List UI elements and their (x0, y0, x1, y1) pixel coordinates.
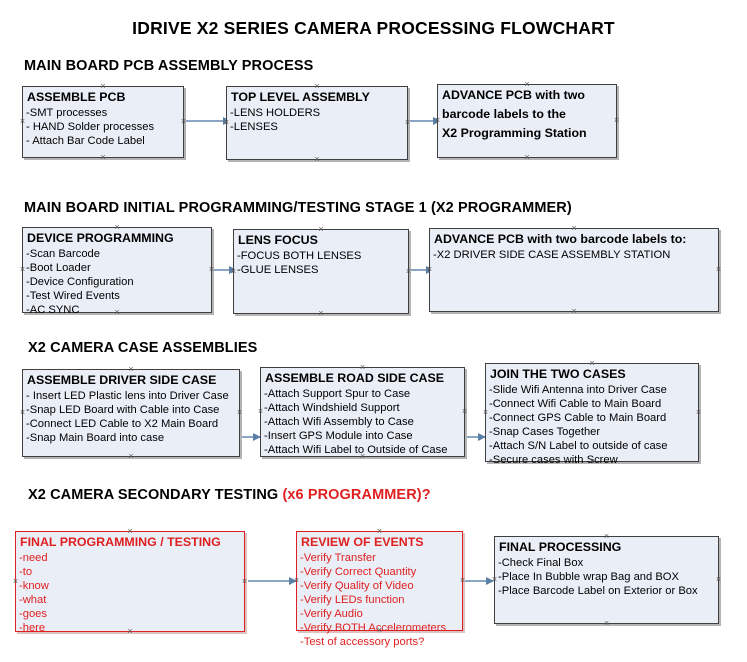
box-item: -Verify BOTH Accelerometers (300, 622, 447, 635)
box-item: -Test Wired Events (26, 290, 120, 303)
box-review-of-events[interactable]: REVIEW OF EVENTS -Verify Transfer -Verif… (296, 531, 463, 648)
box-item: -Attach Windshield Support (264, 402, 400, 415)
box-item: -Attach Wifi Label to Outside of Case (264, 444, 448, 457)
connector-handle-bottom[interactable] (603, 620, 610, 627)
section-heading-x2-camera-secondary-testing: X2 CAMERA SECONDARY TESTING (x6 PROGRAMM… (28, 487, 431, 503)
box-item: -Verify Audio (300, 608, 363, 621)
box-item: -goes (19, 608, 47, 621)
box-header: ASSEMBLE ROAD SIDE CASE (265, 371, 444, 385)
box-item: -Verify Correct Quantity (300, 566, 417, 579)
connector-handle-bottom[interactable] (318, 310, 325, 317)
box-item: -Attach Support Spur to Case (264, 388, 411, 401)
box-header: DEVICE PROGRAMMING (27, 231, 174, 245)
box-item: -Slide Wifi Antenna into Driver Case (489, 384, 667, 397)
box-item: -Device Configuration (26, 276, 134, 289)
box-item: -know (19, 580, 49, 593)
box-header: FINAL PROCESSING (499, 540, 622, 554)
box-header: ADVANCE PCB with two barcode labels to: (434, 232, 687, 246)
box-item: -Place In Bubble wrap Bag and BOX (498, 571, 679, 584)
box-item: - HAND Solder processes (26, 121, 155, 134)
box-item: - Attach Bar Code Label (26, 135, 145, 148)
box-item: -Secure cases with Screw (489, 454, 618, 467)
box-lens-focus[interactable]: LENS FOCUS -FOCUS BOTH LENSES -GLUE LENS… (233, 229, 409, 314)
connector-handle-bottom[interactable] (128, 453, 135, 460)
box-header: ASSEMBLE PCB (27, 90, 126, 104)
box-item: -Attach S/N Label to outside of case (489, 440, 668, 453)
box-header: FINAL PROGRAMMING / TESTING (20, 535, 221, 549)
box-item: -Snap LED Board with Cable into Case (26, 404, 220, 417)
box-item: -Boot Loader (26, 262, 91, 275)
box-final-processing[interactable]: FINAL PROCESSING -Check Final Box -Place… (494, 536, 719, 624)
box-header: ASSEMBLE DRIVER SIDE CASE (27, 373, 217, 387)
arrow-top-level-to-advance-pcb (410, 116, 441, 125)
box-item: -Check Final Box (498, 557, 584, 570)
box-join-the-two-cases[interactable]: JOIN THE TWO CASES -Slide Wifi Antenna i… (485, 363, 699, 466)
box-item: -X2 DRIVER SIDE CASE ASSEMBLY STATION (433, 249, 671, 262)
section-heading-text: X2 CAMERA SECONDARY TESTING (28, 487, 283, 503)
box-header: LENS FOCUS (238, 233, 318, 247)
box-item: X2 Programming Station (442, 126, 587, 141)
section-heading-x2-camera-case-assemblies: X2 CAMERA CASE ASSEMBLIES (28, 340, 258, 356)
box-item: -LENSES (230, 121, 278, 134)
box-header: JOIN THE TWO CASES (490, 367, 626, 381)
box-item: -LENS HOLDERS (230, 107, 321, 120)
box-item-overflow: -Test of accessory ports? (300, 636, 425, 649)
connector-handle-bottom[interactable] (524, 154, 531, 161)
box-advance-pcb-programming-station[interactable]: ADVANCE PCB with two barcode labels to t… (437, 84, 617, 158)
box-item: -here (19, 622, 46, 635)
arrow-final-programming-to-review-of-events (248, 576, 297, 585)
box-item: -what (19, 594, 47, 607)
box-final-programming-testing[interactable]: FINAL PROGRAMMING / TESTING -need -to -k… (15, 531, 245, 635)
arrow-driver-case-to-road-case (242, 432, 261, 441)
arrow-assemble-pcb-to-top-level (186, 116, 231, 125)
page-title: IDRIVE X2 SERIES CAMERA PROCESSING FLOWC… (132, 18, 615, 38)
box-item: -Verify Transfer (300, 552, 376, 565)
box-item: -Place Barcode Label on Exterior or Box (498, 585, 698, 598)
connector-handle-bottom[interactable] (571, 308, 578, 315)
box-item: -Scan Barcode (26, 248, 101, 261)
box-header: ADVANCE PCB with two (442, 88, 585, 102)
box-assemble-road-side-case[interactable]: ASSEMBLE ROAD SIDE CASE -Attach Support … (260, 367, 465, 457)
box-item: -Snap Cases Together (489, 426, 601, 439)
arrow-review-of-events-to-final-processing (465, 576, 494, 585)
box-top-level-assembly[interactable]: TOP LEVEL ASSEMBLY -LENS HOLDERS -LENSES (226, 86, 408, 160)
box-device-programming[interactable]: DEVICE PROGRAMMING -Scan Barcode -Boot L… (22, 227, 212, 316)
box-item: -Connect Wifi Cable to Main Board (489, 398, 662, 411)
box-item: -to (19, 566, 33, 579)
section-heading-main-board-pcb-assembly: MAIN BOARD PCB ASSEMBLY PROCESS (24, 58, 314, 74)
box-advance-pcb-driver-side-case[interactable]: ADVANCE PCB with two barcode labels to: … (429, 228, 719, 312)
box-header: TOP LEVEL ASSEMBLY (231, 90, 370, 104)
box-item: -Connect LED Cable to X2 Main Board (26, 418, 219, 431)
box-item: -Snap Main Board into case (26, 432, 165, 445)
box-item: -need (19, 552, 48, 565)
box-item: -Connect GPS Cable to Main Board (489, 412, 667, 425)
box-item: -Attach Wifi Assembly to Case (264, 416, 414, 429)
connector-handle-right[interactable] (715, 266, 722, 273)
box-item: -Insert GPS Module into Case (264, 430, 413, 443)
box-assemble-pcb[interactable]: ASSEMBLE PCB -SMT processes - HAND Solde… (22, 86, 184, 158)
section-heading-suffix: (x6 PROGRAMMER)? (282, 487, 431, 503)
box-item: -AC SYNC (26, 304, 80, 317)
connector-handle-bottom[interactable] (314, 156, 321, 163)
arrow-road-case-to-join-cases (467, 432, 486, 441)
box-item: -GLUE LENSES (237, 264, 319, 277)
section-heading-main-board-initial-programming: MAIN BOARD INITIAL PROGRAMMING/TESTING S… (24, 200, 572, 216)
box-item: -Verify Quality of Video (300, 580, 414, 593)
box-assemble-driver-side-case[interactable]: ASSEMBLE DRIVER SIDE CASE - Insert LED P… (22, 369, 240, 457)
box-item: -FOCUS BOTH LENSES (237, 250, 362, 263)
box-item: -Verify LEDs function (300, 594, 405, 607)
box-header: REVIEW OF EVENTS (301, 535, 424, 549)
box-item: - Insert LED Plastic lens into Driver Ca… (26, 390, 229, 403)
connector-handle-bottom[interactable] (100, 154, 107, 161)
box-item: barcode labels to the (442, 107, 566, 122)
box-item: -SMT processes (26, 107, 108, 120)
